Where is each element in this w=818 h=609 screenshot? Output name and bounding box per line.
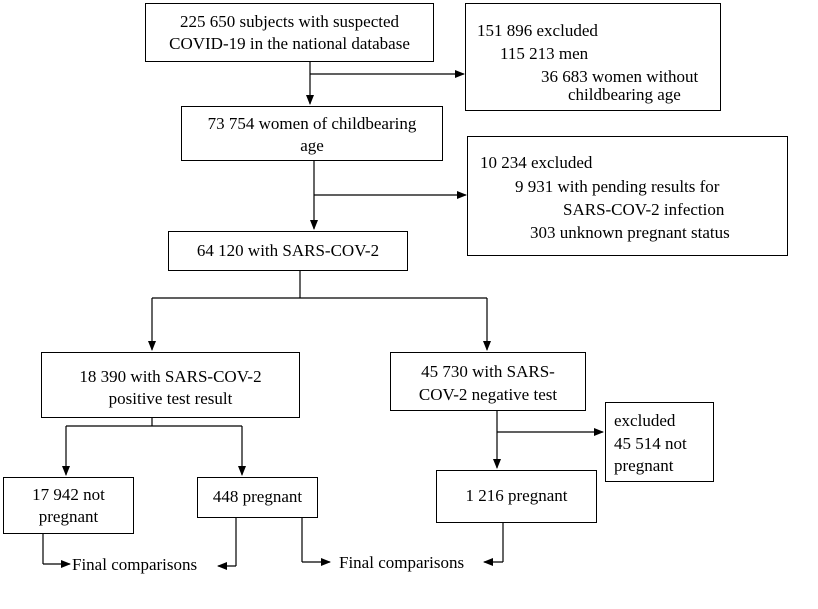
excluded-2-box: 10 234 excluded 9 931 with pending resul… <box>467 136 788 256</box>
pregnant-448-line1: 448 pregnant <box>212 487 303 506</box>
positive-test-line1: 18 390 with SARS-COV-2 <box>79 367 262 386</box>
excluded-2-unknown: 303 unknown pregnant status <box>530 223 730 242</box>
excluded-1-women-line2: childbearing age <box>568 85 681 104</box>
total-subjects-box: 225 650 subjects with suspected COVID-19… <box>145 3 434 62</box>
excluded-3-line2: 45 514 not <box>614 434 687 453</box>
negative-test-box: 45 730 with SARS- COV-2 negative test <box>390 352 586 411</box>
pregnant-448-box: 448 pregnant <box>197 477 318 518</box>
excluded-1-women-line1: 36 683 women without <box>541 67 699 86</box>
not-pregnant-line2: pregnant <box>38 507 99 526</box>
excluded-3-line1: excluded <box>614 411 676 430</box>
excluded-1-title: 151 896 excluded <box>477 21 598 40</box>
positive-test-box: 18 390 with SARS-COV-2 positive test res… <box>41 352 300 418</box>
final-comparisons-label-2: Final comparisons <box>339 553 465 572</box>
negative-test-line2: COV-2 negative test <box>418 385 558 404</box>
not-pregnant-line1: 17 942 not <box>32 485 105 504</box>
sars-cov2-box: 64 120 with SARS-COV-2 <box>168 231 408 271</box>
positive-test-line2: positive test result <box>108 389 233 408</box>
excluded-3-box: excluded 45 514 not pregnant <box>605 402 714 482</box>
women-childbearing-box: 73 754 women of childbearing age <box>181 106 443 161</box>
total-subjects-line2: COVID-19 in the national database <box>169 34 410 53</box>
final-comparisons-label-1: Final comparisons <box>72 555 198 574</box>
not-pregnant-box: 17 942 not pregnant <box>3 477 134 534</box>
women-childbearing-line1: 73 754 women of childbearing <box>207 114 417 133</box>
excluded-2-pending-line2: SARS-COV-2 infection <box>563 200 725 219</box>
excluded-3-line3: pregnant <box>614 456 674 475</box>
pregnant-1216-line1: 1 216 pregnant <box>465 486 568 505</box>
pregnant-1216-box: 1 216 pregnant <box>436 470 597 523</box>
women-childbearing-line2: age <box>300 136 324 155</box>
sars-cov2-line1: 64 120 with SARS-COV-2 <box>196 241 380 260</box>
excluded-2-pending-line1: 9 931 with pending results for <box>515 177 720 196</box>
excluded-2-title: 10 234 excluded <box>480 153 593 172</box>
total-subjects-line1: 225 650 subjects with suspected <box>179 12 400 31</box>
excluded-1-box: 151 896 excluded 115 213 men 36 683 wome… <box>465 3 721 111</box>
excluded-1-men: 115 213 men <box>500 44 589 63</box>
negative-test-line1: 45 730 with SARS- <box>421 362 555 381</box>
